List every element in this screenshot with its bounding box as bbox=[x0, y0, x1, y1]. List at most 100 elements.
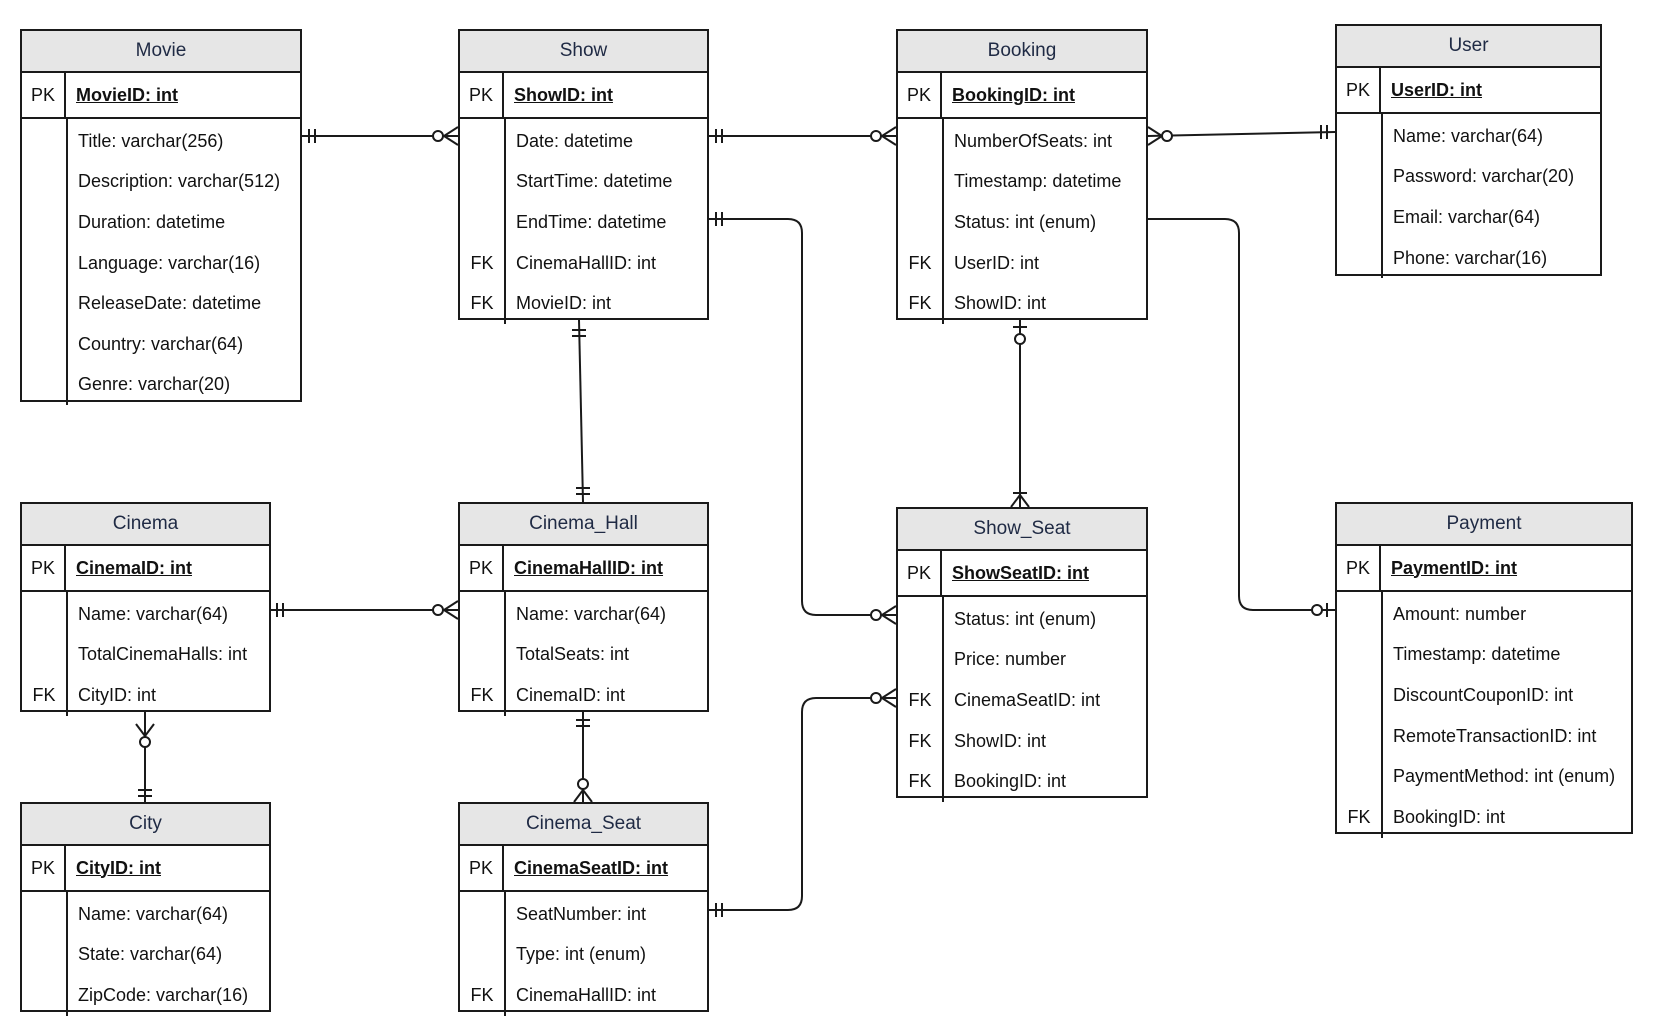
field-row: State: varchar(64) bbox=[22, 935, 269, 976]
field-name: TotalSeats: int bbox=[516, 644, 630, 665]
field-row: PaymentMethod: int (enum) bbox=[1337, 756, 1631, 797]
field-row: Amount: number bbox=[1337, 594, 1631, 635]
field-row: Duration: datetime bbox=[22, 202, 300, 243]
field-row: Title: varchar(256) bbox=[22, 121, 300, 162]
field-row: Language: varchar(16) bbox=[22, 243, 300, 284]
key-label bbox=[1337, 238, 1381, 279]
entity-booking[interactable]: Booking PK BookingID: int NumberOfSeats:… bbox=[896, 29, 1148, 324]
field-row: FK BookingID: int bbox=[898, 761, 1146, 802]
key-label: FK bbox=[470, 984, 494, 1005]
field-list: Name: varchar(64) TotalCinemaHalls: int … bbox=[22, 592, 269, 716]
key-label: FK bbox=[908, 293, 932, 314]
key-label bbox=[898, 599, 942, 640]
key-label: PK bbox=[460, 846, 504, 890]
field-list: Title: varchar(256) Description: varchar… bbox=[22, 119, 300, 406]
field-name: NumberOfSeats: int bbox=[954, 130, 1113, 151]
entity-title: Payment bbox=[1337, 504, 1631, 546]
primary-key-row: PK BookingID: int bbox=[898, 73, 1146, 119]
key-label bbox=[460, 594, 504, 635]
field-row: TotalSeats: int bbox=[460, 635, 707, 676]
key-label bbox=[22, 202, 66, 243]
key-label bbox=[898, 121, 942, 162]
primary-key-row: PK ShowID: int bbox=[460, 73, 707, 119]
field-row: ZipCode: varchar(16) bbox=[22, 975, 269, 1016]
field-name: CinemaHallID: int bbox=[516, 252, 657, 273]
entity-title: Cinema_Seat bbox=[460, 804, 707, 846]
key-label: FK bbox=[470, 293, 494, 314]
entity-cinema-seat[interactable]: Cinema_Seat PK CinemaSeatID: int SeatNum… bbox=[458, 802, 709, 1016]
field-name: Name: varchar(64) bbox=[78, 603, 229, 624]
field-row: Password: varchar(20) bbox=[1337, 157, 1600, 198]
key-label: FK bbox=[908, 771, 932, 792]
entity-payment[interactable]: Payment PK PaymentID: int Amount: number… bbox=[1335, 502, 1633, 838]
key-label bbox=[1337, 716, 1381, 757]
entity-title: Movie bbox=[22, 31, 300, 73]
relation-booking-payment bbox=[1148, 218, 1335, 617]
entity-cinema-hall[interactable]: Cinema_Hall PK CinemaHallID: int Name: v… bbox=[458, 502, 709, 716]
primary-key-row: PK ShowSeatID: int bbox=[898, 551, 1146, 597]
field-name: Status: int (enum) bbox=[954, 608, 1097, 629]
key-label: FK bbox=[1347, 806, 1371, 827]
relation-movie-show bbox=[302, 126, 459, 146]
key-label bbox=[22, 121, 66, 162]
field-name: Price: number bbox=[954, 649, 1067, 670]
field-name: ShowID: int bbox=[954, 730, 1047, 751]
field-name: BookingID: int bbox=[954, 771, 1067, 792]
field-name: State: varchar(64) bbox=[78, 944, 223, 965]
field-row: SeatNumber: int bbox=[460, 894, 707, 935]
field-name: Timestamp: datetime bbox=[954, 171, 1122, 192]
field-row: Phone: varchar(16) bbox=[1337, 238, 1600, 279]
entity-title: Cinema_Hall bbox=[460, 504, 707, 546]
key-label bbox=[22, 975, 66, 1016]
field-name: Email: varchar(64) bbox=[1393, 206, 1541, 227]
key-label: FK bbox=[908, 689, 932, 710]
key-label: FK bbox=[908, 252, 932, 273]
field-name: Duration: datetime bbox=[78, 211, 226, 232]
field-row: FK ShowID: int bbox=[898, 721, 1146, 762]
field-row: FK CinemaSeatID: int bbox=[898, 680, 1146, 721]
field-row: Name: varchar(64) bbox=[460, 594, 707, 635]
field-row: Status: int (enum) bbox=[898, 202, 1146, 243]
field-row: Price: number bbox=[898, 640, 1146, 681]
key-label bbox=[460, 635, 504, 676]
field-name: Name: varchar(64) bbox=[516, 603, 667, 624]
field-name: RemoteTransactionID: int bbox=[1393, 725, 1597, 746]
key-label bbox=[22, 162, 66, 203]
key-label: PK bbox=[22, 546, 66, 590]
field-name: SeatNumber: int bbox=[516, 903, 647, 924]
field-name: Title: varchar(256) bbox=[78, 130, 224, 151]
relation-cinema-cinemahall bbox=[271, 600, 459, 620]
key-label: PK bbox=[460, 73, 504, 117]
primary-key-field: MovieID: int bbox=[76, 84, 178, 105]
key-label: FK bbox=[470, 252, 494, 273]
field-name: Date: datetime bbox=[516, 130, 634, 151]
key-label bbox=[460, 121, 504, 162]
key-label: FK bbox=[908, 730, 932, 751]
field-name: CityID: int bbox=[78, 684, 157, 705]
field-name: CinemaSeatID: int bbox=[954, 689, 1101, 710]
primary-key-row: PK CinemaHallID: int bbox=[460, 546, 707, 592]
entity-city[interactable]: City PK CityID: int Name: varchar(64) St… bbox=[20, 802, 271, 1016]
field-row: StartTime: datetime bbox=[460, 162, 707, 203]
relation-show-booking bbox=[709, 126, 897, 146]
field-row: Name: varchar(64) bbox=[22, 894, 269, 935]
field-row: EndTime: datetime bbox=[460, 202, 707, 243]
key-label bbox=[460, 894, 504, 935]
primary-key-field: CinemaID: int bbox=[76, 557, 193, 578]
entity-show[interactable]: Show PK ShowID: int Date: datetime Start… bbox=[458, 29, 709, 324]
field-row: TotalCinemaHalls: int bbox=[22, 635, 269, 676]
entity-user[interactable]: User PK UserID: int Name: varchar(64) Pa… bbox=[1335, 24, 1602, 279]
key-label bbox=[22, 935, 66, 976]
entity-cinema[interactable]: Cinema PK CinemaID: int Name: varchar(64… bbox=[20, 502, 271, 716]
entity-show-seat[interactable]: Show_Seat PK ShowSeatID: int Status: int… bbox=[896, 507, 1148, 802]
key-label: PK bbox=[898, 73, 942, 117]
entity-title: Booking bbox=[898, 31, 1146, 73]
key-label: PK bbox=[1337, 546, 1381, 590]
primary-key-row: PK PaymentID: int bbox=[1337, 546, 1631, 592]
key-label bbox=[22, 894, 66, 935]
field-list: NumberOfSeats: int Timestamp: datetime S… bbox=[898, 119, 1146, 324]
entity-movie[interactable]: Movie PK MovieID: int Title: varchar(256… bbox=[20, 29, 302, 406]
